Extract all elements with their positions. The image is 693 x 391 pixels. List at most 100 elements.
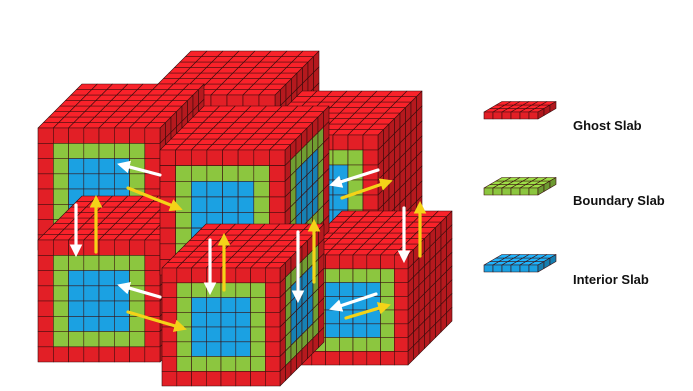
legend-label-interior-slab: Interior Slab: [573, 272, 649, 287]
cube-front-cell: [145, 271, 160, 286]
cube-front-cell: [99, 316, 114, 331]
cube-front-cell: [348, 135, 363, 150]
cube-front-cell: [145, 347, 160, 362]
cube-front-cell: [130, 316, 145, 331]
cube-front-cell: [160, 181, 176, 197]
cube-front-cell: [84, 332, 99, 347]
cube-front-cell: [394, 283, 408, 297]
cube-front-cell: [53, 174, 68, 189]
cube-front-cell: [381, 310, 395, 324]
cube-front-cell: [84, 159, 99, 174]
cube-front-cell: [69, 271, 84, 286]
cube-front-cell: [312, 351, 326, 365]
cube-front-cell: [221, 312, 236, 327]
cube-front-cell: [162, 327, 177, 342]
cube-front-cell: [251, 283, 266, 298]
cube-front-cell: [192, 371, 207, 386]
cube-front-cell: [207, 166, 223, 182]
cube-front-cell: [38, 159, 53, 174]
cube-front-cell: [192, 327, 207, 342]
cube-front-cell: [38, 174, 53, 189]
cube-front-cell: [38, 347, 53, 362]
cube-front-cell: [223, 166, 239, 182]
cube-front-cell: [130, 271, 145, 286]
cube-front-cell: [69, 174, 84, 189]
cube-front-cell: [145, 240, 160, 255]
cube-front-cell: [69, 255, 84, 270]
cube-front-cell: [177, 268, 192, 283]
cube-front-cell: [69, 332, 84, 347]
cube-front-cell: [177, 327, 192, 342]
cube-front-cell: [251, 327, 266, 342]
cube-front-cell: [394, 296, 408, 310]
cube-front-cell: [367, 351, 381, 365]
cube-front-cell: [206, 298, 221, 313]
subdomain-cubes: [38, 51, 452, 386]
cube-front-cell: [333, 165, 348, 180]
cube-front-cell: [114, 316, 129, 331]
cube-front-cell: [353, 338, 367, 352]
cube-front-cell: [333, 135, 348, 150]
legend-swatch-front-cell: [529, 112, 538, 119]
cube-front-cell: [367, 269, 381, 283]
cube-front-cell: [53, 255, 68, 270]
cube-front-cell: [162, 342, 177, 357]
cube-front-cell: [254, 150, 270, 166]
cube-front-cell: [53, 271, 68, 286]
cube-front-cell: [99, 128, 114, 143]
cube-front-cell: [38, 286, 53, 301]
cube-front-cell: [69, 316, 84, 331]
legend-swatch-front-cell: [484, 188, 493, 195]
cube-front-cell: [160, 150, 176, 166]
cube-front-cell: [326, 255, 340, 269]
cube-front-cell: [236, 283, 251, 298]
cube-front-cell: [38, 255, 53, 270]
cube-front-cell: [238, 181, 254, 197]
cube-front-cell: [162, 357, 177, 372]
cube-front-cell: [53, 189, 68, 204]
cube-front-cell: [176, 197, 192, 213]
cube-front-cell: [265, 268, 280, 283]
cube-front-cell: [177, 298, 192, 313]
legend-swatch-front-cell: [511, 265, 520, 272]
cube-front-cell: [38, 240, 53, 255]
cube-front-cell: [160, 166, 176, 182]
cube-front-cell: [265, 357, 280, 372]
cube-front-cell: [192, 298, 207, 313]
cube-front-cell: [69, 128, 84, 143]
cube-front-cell: [130, 255, 145, 270]
cube-front-cell: [269, 166, 285, 182]
cube-front-cell: [177, 342, 192, 357]
cube-front-cell: [206, 357, 221, 372]
cube-front-cell: [84, 271, 99, 286]
legend-swatch-front-cell: [511, 112, 520, 119]
cube-front-cell: [53, 316, 68, 331]
cube-front-cell: [176, 213, 192, 229]
cube-front-cell: [326, 269, 340, 283]
cube-front-cell: [53, 240, 68, 255]
cube-front-cell: [99, 240, 114, 255]
cube-front-cell: [339, 324, 353, 338]
cube-front-cell: [221, 298, 236, 313]
cube-front-cell: [339, 338, 353, 352]
cube-front-cell: [265, 327, 280, 342]
cube-front-cell: [207, 181, 223, 197]
cube-front-cell: [223, 181, 239, 197]
cube-front-cell: [130, 128, 145, 143]
cube-front-cell: [381, 283, 395, 297]
cube-front-cell: [339, 269, 353, 283]
cube-front-cell: [84, 316, 99, 331]
cube-front-cell: [53, 128, 68, 143]
cube-front-cell: [192, 312, 207, 327]
cube-front-cell: [394, 351, 408, 365]
cube-front-cell: [177, 283, 192, 298]
cube-front-cell: [363, 150, 378, 165]
cube-front-cell: [353, 269, 367, 283]
cube-front-cell: [114, 332, 129, 347]
cube-front-cell: [381, 269, 395, 283]
cube-front-cell: [363, 135, 378, 150]
cube-front-cell: [114, 240, 129, 255]
cube-front-cell: [191, 166, 207, 182]
cube-front-cell: [84, 286, 99, 301]
legend-swatches: [484, 102, 556, 273]
